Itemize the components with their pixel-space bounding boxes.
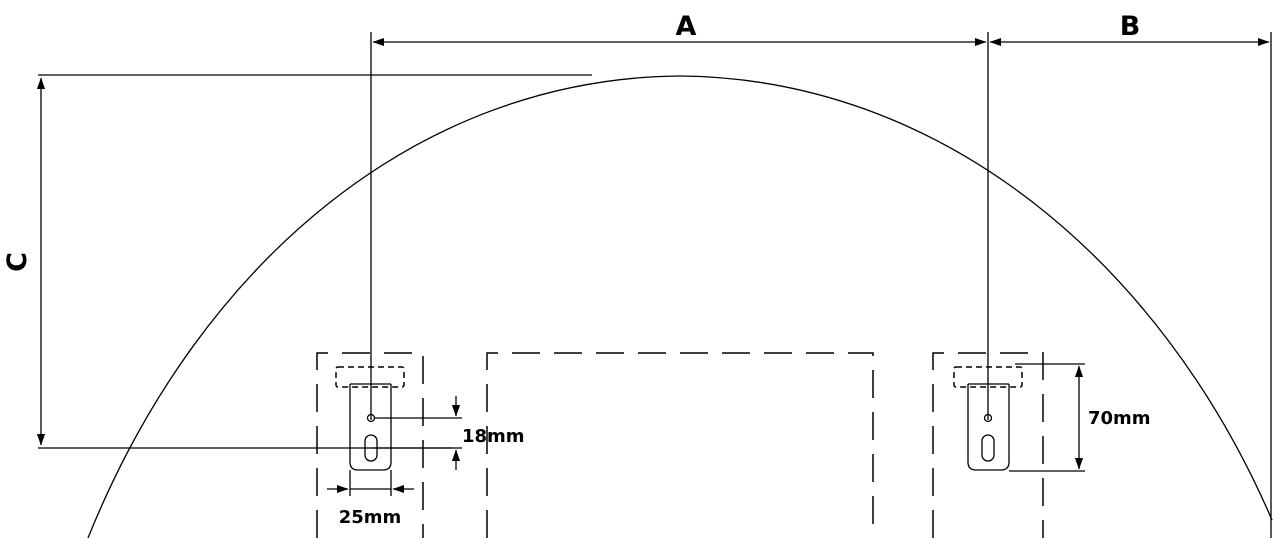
label-a: A [676, 11, 697, 42]
label-b: B [1120, 11, 1141, 42]
label-bracket-width: 25mm [339, 507, 402, 528]
right-bracket-zone [932, 352, 1044, 538]
label-c: C [2, 252, 33, 272]
mirror-outline [87, 75, 1273, 538]
label-slot-spacing: 18mm [462, 426, 525, 447]
label-bracket-height: 70mm [1088, 408, 1151, 429]
left-bracket-zone [316, 352, 424, 538]
center-zone [486, 352, 874, 538]
right-bracket [953, 366, 1023, 471]
left-bracket [335, 366, 405, 471]
